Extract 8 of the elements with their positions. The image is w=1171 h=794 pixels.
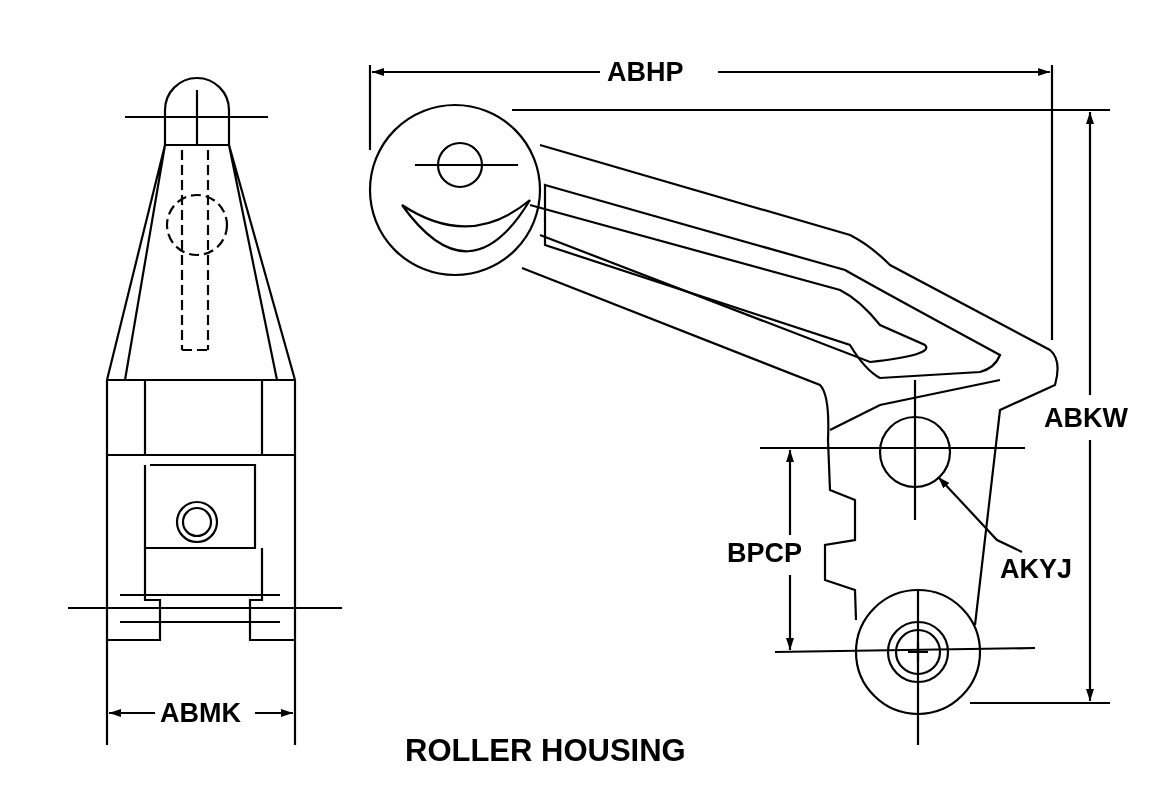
diagram-title: ROLLER HOUSING (405, 735, 686, 766)
dimension-label: ABHP (607, 59, 684, 86)
dimension-label: ABMK (160, 700, 241, 727)
callout-label: AKYJ (1000, 556, 1073, 583)
hole (878, 415, 952, 489)
leader-line (937, 476, 1023, 553)
dimension-label: BPCP (727, 540, 802, 567)
dimension-label: ABKW (1044, 405, 1128, 432)
